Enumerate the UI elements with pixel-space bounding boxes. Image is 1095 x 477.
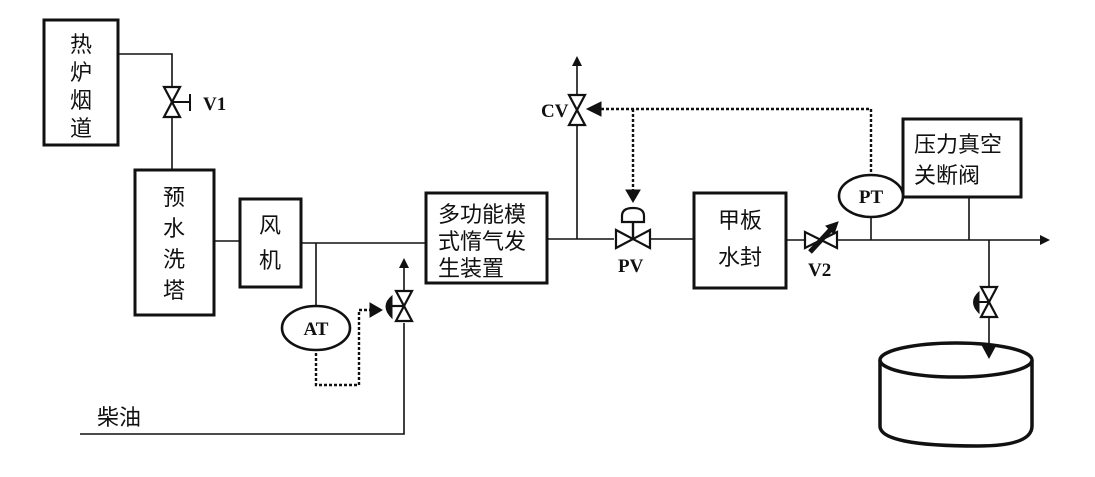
boiler-flue-label-1: 炉	[70, 61, 92, 86]
pipe-flue-to-v1	[118, 53, 173, 86]
fan-label-0: 风	[259, 214, 281, 239]
inert-gas-generator-box: 多功能模 式惰气发 生装置	[424, 191, 549, 285]
valve-v1[interactable]: V1	[162, 85, 226, 119]
instrument-pt[interactable]: PT	[837, 173, 905, 219]
fan-box: 风 机	[238, 197, 303, 289]
boiler-flue-label-2: 烟	[70, 89, 92, 114]
instrument-at[interactable]: AT	[280, 304, 352, 352]
signal-pt-to-cv	[600, 107, 873, 172]
boiler-flue-box: 热 炉 烟 道	[42, 18, 120, 147]
arrow-to-cv	[585, 101, 602, 117]
pipe-diesel	[80, 323, 405, 435]
valve-v2-label: V2	[808, 260, 831, 281]
tank-inlet-arrow-icon	[981, 344, 997, 360]
pv-breaker-box: 压力真空 关断阀	[901, 117, 1023, 199]
prewash-tower-label-1: 水	[163, 217, 185, 242]
arrow-to-diesel-valve	[369, 302, 383, 318]
generator-label-2: 生装置	[438, 257, 504, 282]
deck-water-seal-box: 甲板 水封	[692, 191, 788, 290]
arrow-to-pv	[625, 189, 641, 203]
prewash-tower-label-2: 洗	[163, 248, 185, 273]
valve-v2[interactable]: V2	[803, 221, 839, 281]
prewash-tower-label-0: 预	[163, 186, 185, 211]
fan-label-1: 机	[259, 249, 281, 274]
v2-arrow-icon	[825, 221, 839, 235]
valve-pv[interactable]: PV	[614, 206, 652, 277]
storage-tank	[878, 341, 1034, 448]
drain-valve-handwheel-icon	[973, 290, 980, 315]
valve-v1-label: V1	[203, 94, 226, 115]
diesel-valve-actuator-icon	[385, 294, 393, 320]
instrument-pt-label: PT	[859, 187, 884, 208]
valve-cv[interactable]: CV	[541, 93, 587, 127]
boiler-flue-label-3: 道	[70, 117, 92, 142]
signal-at-to-valve	[314, 308, 370, 387]
valve-diesel-control[interactable]	[385, 289, 414, 323]
pv-breaker-label-0: 压力真空	[914, 133, 1002, 158]
valve-cv-label: CV	[541, 101, 569, 122]
prewash-tower-label-3: 塔	[163, 279, 185, 304]
boiler-flue-label-0: 热	[70, 33, 92, 58]
valve-drain[interactable]	[973, 285, 999, 319]
diesel-label: 柴油	[97, 406, 141, 431]
deck-water-seal-label-1: 水封	[718, 246, 762, 271]
instrument-at-label: AT	[304, 319, 329, 340]
pv-breaker-label-1: 关断阀	[914, 164, 980, 189]
pv-actuator-icon	[620, 206, 646, 224]
deck-water-seal-label-0: 甲板	[718, 209, 762, 234]
prewash-tower-box: 预 水 洗 塔	[133, 168, 216, 317]
generator-label-0: 多功能模	[438, 203, 526, 228]
generator-label-1: 式惰气发	[438, 230, 526, 255]
valve-pv-label: PV	[618, 256, 644, 277]
